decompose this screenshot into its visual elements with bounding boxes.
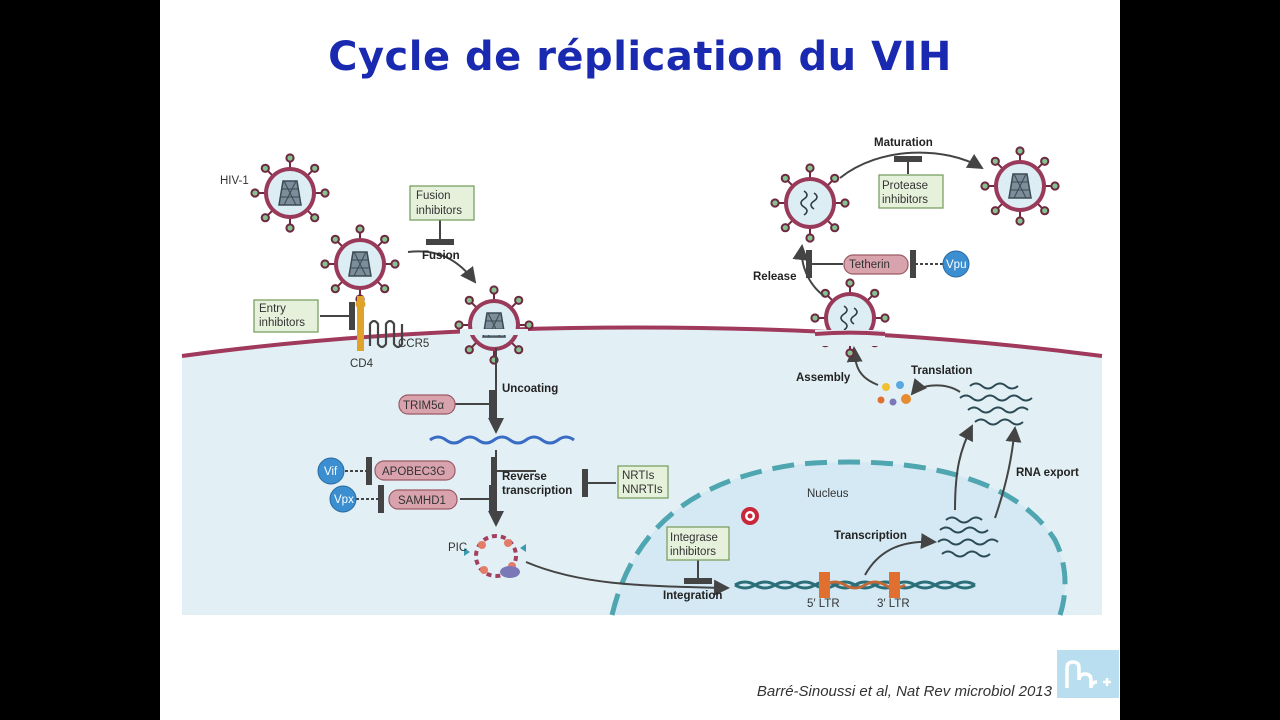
release-arrow <box>792 244 825 297</box>
slide: Cycle de réplication du VIH <box>160 0 1120 720</box>
cell-membrane <box>181 325 1103 358</box>
citation: Barré-Sinoussi et al, Nat Rev microbiol … <box>756 683 1052 700</box>
label-pic: PIC <box>448 542 467 554</box>
label-fusion: Fusion <box>422 250 460 262</box>
nuclear-envelope <box>609 459 1068 616</box>
label-tetherin: Tetherin <box>849 259 890 271</box>
slide-title: Cycle de réplication du VIH <box>328 34 952 80</box>
label-vpu: Vpu <box>946 259 966 271</box>
pic-complex <box>464 534 526 578</box>
label-assembly: Assembly <box>796 372 851 384</box>
label-fusion-inhibitors-2: inhibitors <box>416 205 462 217</box>
hiv-virion-binding <box>321 225 398 302</box>
label-rna-export: RNA export <box>1016 467 1079 479</box>
cd4-receptor <box>357 296 364 351</box>
ltr-5-marker <box>819 572 830 598</box>
translation-arrow <box>910 378 961 396</box>
transcription-arrow <box>864 533 937 576</box>
hiv-virion-immature <box>771 164 848 241</box>
maturation-arrow <box>839 151 984 179</box>
mrna-cytoplasm <box>959 382 1033 426</box>
label-uncoating: Uncoating <box>502 383 558 395</box>
label-integration: Integration <box>663 590 722 602</box>
label-translation: Translation <box>911 365 972 377</box>
viral-rna <box>429 435 575 445</box>
integration-arrow <box>525 561 730 596</box>
label-3ltr: 3′ LTR <box>877 598 910 610</box>
label-protease-inhibitors-2: inhibitors <box>882 194 928 206</box>
label-reverse-1: Reverse <box>502 471 547 483</box>
label-protease-inhibitors-1: Protease <box>882 180 928 192</box>
ltr-3-marker <box>889 572 900 598</box>
mrna-nuclear <box>937 516 999 558</box>
label-fusion-inhibitors-1: Fusion <box>416 190 451 202</box>
viral-proteins <box>877 381 911 406</box>
label-integrase-inhibitors-2: inhibitors <box>670 546 716 558</box>
ccr5-receptor <box>368 319 404 349</box>
hiv-virion-fusing <box>455 286 532 363</box>
logo <box>1057 650 1119 698</box>
nucleus <box>612 461 1065 615</box>
label-vpx: Vpx <box>334 494 354 506</box>
label-samhd1: SAMHD1 <box>398 495 446 507</box>
rna-export-arrow-2 <box>994 426 1022 519</box>
brand-logo-icon <box>1065 660 1111 689</box>
label-apobec3g: APOBEC3G <box>382 466 445 478</box>
label-ccr5: CCR5 <box>398 338 429 350</box>
label-nrtis: NRTIs <box>622 470 655 482</box>
hiv-virion-mature <box>981 147 1058 224</box>
host-dna-strand-2 <box>734 580 976 590</box>
rna-export-arrow-1 <box>954 424 973 511</box>
label-hiv1: HIV-1 <box>220 175 249 187</box>
label-trim5a: TRIM5α <box>403 400 445 412</box>
label-reverse-2: transcription <box>502 485 572 497</box>
label-transcription: Transcription <box>834 530 907 542</box>
label-vif: Vif <box>324 466 338 478</box>
label-5ltr: 5′ LTR <box>807 598 840 610</box>
hiv-virion-free <box>251 154 328 231</box>
label-nnrtis: NNRTIs <box>622 484 663 496</box>
hiv-replication-diagram: HIV-1 Fusion inhibitors Entry inhibitors… <box>181 137 1103 616</box>
fusion-arrow <box>407 250 477 284</box>
label-entry-inhibitors-1: Entry <box>259 303 286 315</box>
label-nucleus: Nucleus <box>807 488 849 500</box>
label-integrase-inhibitors-1: Integrase <box>670 532 718 544</box>
label-release: Release <box>753 271 796 283</box>
label-entry-inhibitors-2: inhibitors <box>259 317 305 329</box>
label-cd4: CD4 <box>350 358 374 370</box>
label-maturation: Maturation <box>874 137 933 149</box>
